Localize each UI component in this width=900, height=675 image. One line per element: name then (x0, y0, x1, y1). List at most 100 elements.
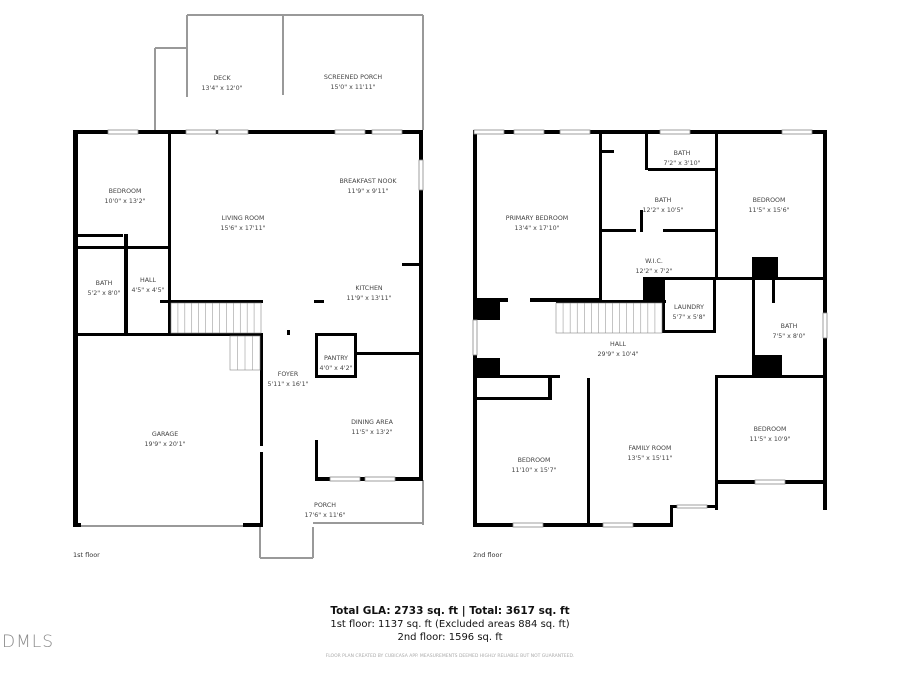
wall (315, 333, 318, 378)
wall (473, 375, 560, 378)
window (473, 129, 505, 135)
room-size: 13'5" x 15'11" (627, 455, 672, 462)
room-size: 11'5" x 10'9" (749, 436, 790, 443)
wall (752, 355, 782, 378)
window (334, 129, 366, 135)
wall (648, 168, 716, 171)
wall (124, 234, 128, 335)
wall (602, 150, 614, 153)
room-hall: HALL 4'5" x 4'5" (131, 277, 164, 294)
window (676, 504, 708, 509)
room-size: 12'2" x 10'5" (642, 207, 683, 214)
wall (168, 130, 171, 335)
disclaimer: FLOOR PLAN CREATED BY CUBICASA APP. MEAS… (325, 654, 575, 659)
second-floor-area: 2nd floor: 1596 sq. ft (397, 632, 503, 643)
room-name: BEDROOM (518, 457, 551, 464)
window (418, 159, 424, 191)
window (781, 129, 813, 135)
wall (357, 352, 423, 355)
window (217, 129, 249, 135)
wall (315, 440, 318, 480)
room-bath: BATH 5'2" x 8'0" (87, 280, 120, 297)
wall (599, 130, 602, 300)
wall (752, 257, 778, 280)
wall (402, 263, 423, 266)
wall (715, 375, 752, 378)
wall (752, 280, 755, 377)
wall (243, 523, 263, 527)
wall (287, 330, 290, 335)
room-size: 5'11" x 16'1" (267, 381, 308, 388)
wall (354, 333, 357, 378)
room-pantry: PANTRY 4'0" x 4'2" (319, 355, 352, 372)
wall (473, 523, 673, 527)
room-size: 19'9" x 20'1" (144, 441, 185, 448)
wall (772, 280, 775, 303)
room-size: 4'5" x 4'5" (131, 287, 164, 294)
room-size: 11'9" x 13'11" (346, 295, 391, 302)
window (659, 129, 691, 135)
window (602, 522, 634, 528)
floor-label-2nd: 2nd floor (473, 551, 502, 559)
window (512, 522, 544, 528)
room-wic: W.I.C.12'2" x 7'2" (635, 258, 672, 275)
room-name: PANTRY (324, 355, 348, 362)
room-size: 11'5" x 15'6" (748, 207, 789, 214)
wall (587, 378, 590, 527)
room-size: 4'0" x 4'2" (319, 365, 352, 372)
room-name: HALL (610, 341, 627, 348)
room-size: 15'0" x 11'11" (330, 84, 375, 91)
wall (715, 378, 718, 510)
wall (662, 330, 716, 333)
wall (602, 229, 636, 232)
wall (473, 300, 500, 320)
wall (260, 452, 263, 527)
dmls-logo: DMLS (2, 632, 55, 652)
first-floor-area: 1st floor: 1137 sq. ft (Excluded areas 8… (330, 619, 570, 630)
wall (73, 333, 263, 336)
wall (473, 355, 477, 527)
room-name: DINING AREA (351, 419, 394, 426)
wall (315, 333, 357, 336)
window (185, 129, 217, 135)
room-size: 29'9" x 10'4" (597, 351, 638, 358)
stair-outline (170, 302, 262, 334)
wall (663, 229, 716, 232)
stair-outline (555, 302, 663, 334)
room-name: BATH (96, 280, 113, 287)
wall (160, 300, 263, 303)
stairs (170, 302, 663, 371)
wall (73, 246, 171, 249)
room-name: BEDROOM (754, 426, 787, 433)
wall (643, 280, 663, 300)
window (754, 479, 786, 485)
wall (645, 130, 648, 170)
room-name: BEDROOM (109, 188, 142, 195)
wall (643, 277, 760, 280)
window (472, 319, 478, 356)
wall (477, 397, 550, 400)
wall (662, 280, 665, 333)
room-name: LAUNDRY (674, 304, 704, 311)
window (513, 129, 545, 135)
wall (556, 300, 666, 303)
wall (73, 523, 81, 527)
window (107, 129, 139, 135)
room-name: BEDROOM (753, 197, 786, 204)
wall (419, 190, 423, 480)
wall (473, 130, 827, 134)
wall (782, 375, 827, 378)
room-size: 5'2" x 8'0" (87, 290, 120, 297)
room-name: HALL (140, 277, 157, 284)
room-name: FAMILY ROOM (629, 445, 672, 452)
wall (473, 130, 477, 320)
